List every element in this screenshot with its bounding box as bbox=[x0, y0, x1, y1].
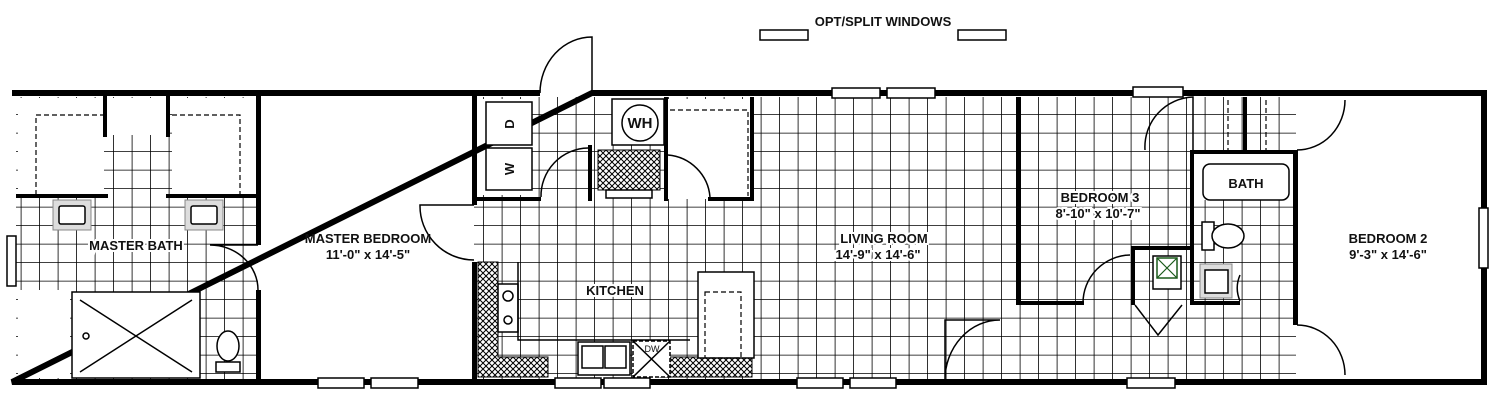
room-label-kitchen: KITCHEN bbox=[586, 283, 644, 298]
opt-window-right bbox=[957, 29, 1007, 41]
room-label-bedroom2: BEDROOM 2 bbox=[1349, 231, 1428, 246]
room-size-bedroom3: 8'-10" x 10'-7" bbox=[1055, 206, 1140, 221]
room-size-master-bedroom: 11'-0" x 14'-5" bbox=[326, 247, 410, 262]
doors bbox=[209, 36, 1346, 381]
bedroom2-floor bbox=[1297, 97, 1481, 379]
room-label-bath: BATH bbox=[1228, 176, 1263, 191]
washer-icon bbox=[485, 147, 533, 191]
toilet-icon bbox=[1211, 223, 1245, 249]
walls bbox=[10, 90, 1487, 385]
svg-text:DW: DW bbox=[645, 344, 660, 354]
bathtub-icon bbox=[1202, 163, 1290, 201]
room-size-living-room: 14'-9" x 14'-6" bbox=[835, 247, 920, 262]
opt-window-left bbox=[759, 29, 809, 41]
room-size-bedroom2: 9'-3" x 14'-6" bbox=[1349, 247, 1427, 262]
room-label-master-bedroom: MASTER BEDROOM bbox=[305, 231, 431, 246]
dryer-icon bbox=[485, 101, 533, 146]
hall-bath-fixtures bbox=[1152, 163, 1290, 299]
toilet-icon bbox=[216, 330, 240, 362]
svg-text:W: W bbox=[502, 162, 517, 175]
master-bath-fixtures bbox=[52, 199, 241, 379]
kitchen-island bbox=[697, 271, 755, 359]
room-label-living-room: LIVING ROOM bbox=[840, 231, 927, 246]
opt-split-windows-label: OPT/SPLIT WINDOWS bbox=[815, 14, 952, 29]
svg-text:WH: WH bbox=[628, 115, 653, 132]
kitchen-fixtures: DW bbox=[477, 261, 755, 378]
room-label-bedroom3: BEDROOM 3 bbox=[1061, 190, 1140, 205]
svg-text:D: D bbox=[502, 119, 517, 128]
room-label-master-bath: MASTER BATH bbox=[89, 238, 183, 253]
front-door bbox=[944, 319, 1001, 381]
windows bbox=[6, 29, 1489, 389]
water-heater-icon bbox=[621, 104, 659, 142]
entry-door-rear bbox=[539, 36, 593, 94]
